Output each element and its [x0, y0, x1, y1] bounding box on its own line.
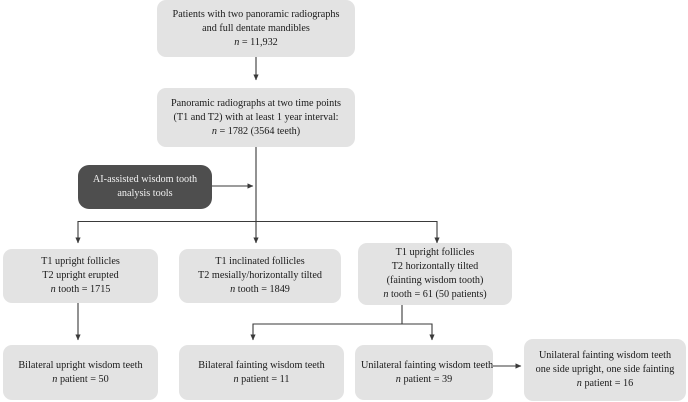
- node-line: Bilateral fainting wisdom teeth: [198, 359, 325, 371]
- node-line: one side upright, one side fainting: [535, 364, 675, 375]
- node-line: (T1 and T2) with at least 1 year interva…: [173, 111, 339, 123]
- node-line: Unilateral fainting wisdom teeth: [361, 359, 494, 371]
- node-line: T1 upright follicles: [395, 247, 475, 258]
- node-line: AI-assisted wisdom tooth: [92, 174, 198, 185]
- node-t1-upright-t2-erupted: T1 upright follicles T2 upright erupted …: [3, 249, 158, 303]
- node-line: Panoramic radiographs at two time points: [170, 97, 342, 109]
- n-value: tooth = 61 (50 patients): [388, 289, 487, 300]
- n-value: patient = 11: [238, 373, 290, 385]
- node-patients-screened: Patients with two panoramic radiographs …: [157, 0, 355, 57]
- node-line: and full dentate mandibles: [202, 22, 310, 34]
- node-line: Bilateral upright wisdom teeth: [18, 359, 143, 371]
- n-symbol: n: [395, 373, 401, 385]
- node-unilateral-one-side-upright: Unilateral fainting wisdom teeth one sid…: [524, 339, 686, 401]
- node-line: T1 inclinated follicles: [215, 256, 305, 267]
- node-count-line: n tooth = 1849: [185, 283, 335, 297]
- n-symbol: n: [211, 125, 217, 137]
- n-value: tooth = 1849: [235, 284, 290, 295]
- n-symbol: n: [233, 373, 239, 385]
- n-symbol: n: [383, 289, 389, 300]
- n-value: patient = 39: [400, 373, 453, 385]
- node-t1-inclinated-t2-tilted: T1 inclinated follicles T2 mesially/hori…: [179, 249, 341, 303]
- node-line: T2 mesially/horizontally tilted: [198, 270, 322, 281]
- n-symbol: n: [52, 373, 58, 385]
- node-bilateral-fainting: Bilateral fainting wisdom teeth n patien…: [179, 345, 344, 400]
- node-count-line: n = 1782 (3564 teeth): [163, 125, 349, 139]
- node-line: Patients with two panoramic radiographs: [172, 8, 340, 20]
- node-line: T2 upright erupted: [42, 270, 119, 281]
- node-line: T2 horizontally tilted: [391, 261, 479, 272]
- n-symbol: n: [230, 284, 236, 295]
- node-bilateral-upright: Bilateral upright wisdom teeth n patient…: [3, 345, 158, 400]
- n-value: = 1782 (3564 teeth): [216, 125, 301, 137]
- n-symbol: n: [576, 378, 582, 389]
- node-fainting-wisdom-tooth: T1 upright follicles T2 horizontally til…: [358, 243, 512, 305]
- n-value: = 11,932: [239, 36, 278, 48]
- node-count-line: n tooth = 61 (50 patients): [364, 288, 506, 302]
- node-line: analysis tools: [117, 188, 173, 199]
- node-unilateral-fainting: Unilateral fainting wisdom teeth n patie…: [355, 345, 493, 400]
- node-count-line: n patient = 11: [185, 373, 338, 387]
- n-symbol: n: [234, 36, 240, 48]
- edge-bus-level4: [250, 305, 435, 341]
- node-line: (fainting wisdom tooth): [386, 275, 484, 286]
- n-value: patient = 50: [57, 373, 109, 385]
- node-count-line: n patient = 39: [361, 373, 487, 387]
- node-line: T1 upright follicles: [41, 256, 120, 267]
- n-value: tooth = 1715: [55, 284, 111, 295]
- node-two-timepoint-radiographs: Panoramic radiographs at two time points…: [157, 88, 355, 147]
- node-line: Unilateral fainting wisdom teeth: [538, 350, 672, 361]
- node-count-line: n tooth = 1715: [9, 283, 152, 297]
- node-count-line: n patient = 16: [530, 377, 680, 391]
- node-count-line: n patient = 50: [9, 373, 152, 387]
- node-count-line: n = 11,932: [163, 36, 349, 50]
- edge-bus-level3: [75, 220, 440, 244]
- node-ai-analysis-tools: AI-assisted wisdom tooth analysis tools: [78, 165, 212, 209]
- n-value: patient = 16: [581, 378, 634, 389]
- n-symbol: n: [50, 284, 56, 295]
